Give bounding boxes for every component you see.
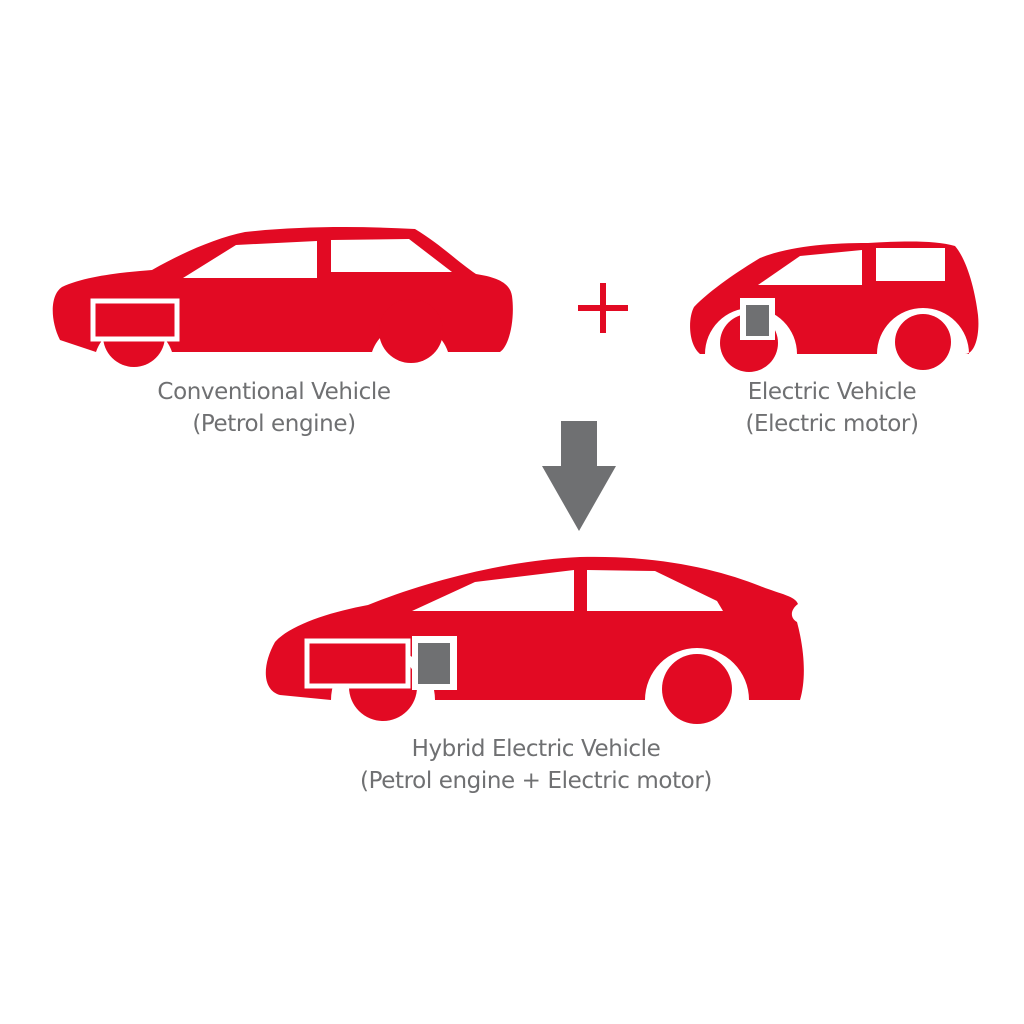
compact-car-icon (690, 241, 979, 372)
sedan-front-window (331, 239, 452, 272)
conventional-vehicle-subtitle: (Petrol engine) (192, 411, 356, 437)
plus-vertical-bar (600, 283, 606, 333)
hybrid-electric-vehicle (265, 556, 804, 724)
hybrid-vehicle-caption: Hybrid Electric Vehicle (Petrol engine +… (336, 733, 736, 797)
hybrid-petrol-engine (304, 638, 411, 689)
electric-vehicle-caption: Electric Vehicle (Electric motor) (682, 376, 982, 440)
hybrid-vehicle-subtitle: (Petrol engine + Electric motor) (360, 768, 712, 794)
hybrid-electric-motor (418, 643, 450, 684)
compact-rear-window (758, 250, 862, 285)
arrow-down-icon (542, 421, 616, 531)
electric-vehicle-title: Electric Vehicle (747, 379, 917, 405)
hatchback-front-wheel (662, 654, 732, 724)
sedan-petrol-engine (90, 298, 180, 342)
compact-electric-motor (746, 305, 769, 336)
electric-vehicle-subtitle: (Electric motor) (745, 411, 919, 437)
electric-vehicle (690, 241, 979, 372)
compact-front-window (876, 248, 945, 281)
sedan-car-icon (52, 227, 513, 367)
sedan-front-wheel (379, 299, 443, 363)
conventional-vehicle (52, 227, 513, 367)
hatchback-rear-window (412, 570, 574, 611)
compact-front-wheel (895, 314, 951, 370)
conventional-vehicle-title: Conventional Vehicle (157, 379, 391, 405)
plus-icon (578, 283, 628, 333)
conventional-vehicle-caption: Conventional Vehicle (Petrol engine) (124, 376, 424, 440)
sedan-rear-window (183, 241, 317, 278)
hatchback-front-window (587, 570, 723, 611)
hybrid-vehicle-title: Hybrid Electric Vehicle (411, 736, 661, 762)
